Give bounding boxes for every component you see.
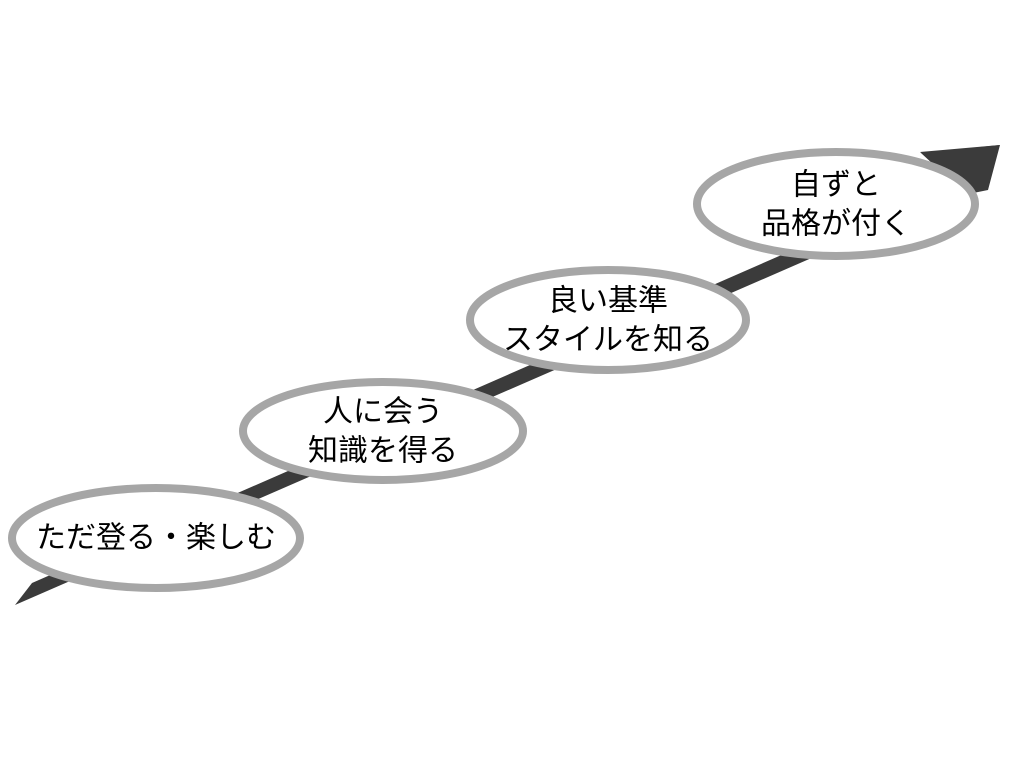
stage-node-3[interactable]: 良い基準 スタイルを知る [466, 266, 750, 374]
stage-label-2-line1: 人に会う [323, 395, 443, 430]
stage-node-4[interactable]: 自ずと 品格が付く [693, 148, 979, 260]
stage-label-3-line1: 良い基準 [548, 284, 668, 319]
stage-ellipse-3 [466, 266, 750, 374]
stage-label-1-line1: ただ登る・楽しむ [36, 521, 276, 556]
stage-label-4-line1: 自ずと [791, 168, 881, 203]
stage-node-1[interactable]: ただ登る・楽しむ [8, 484, 304, 592]
stage-label-4-line2: 品格が付く [761, 207, 911, 242]
stage-ellipse-1 [8, 484, 304, 592]
arrow-head-fill-icon [920, 145, 1000, 202]
stage-label-3-line2: スタイルを知る [503, 323, 713, 358]
stage-node-2[interactable]: 人に会う 知識を得る [239, 378, 527, 484]
stage-ellipse-4 [693, 148, 979, 260]
stage-label-2-line2: 知識を得る [308, 434, 458, 469]
stage-ellipse-2 [239, 378, 527, 484]
